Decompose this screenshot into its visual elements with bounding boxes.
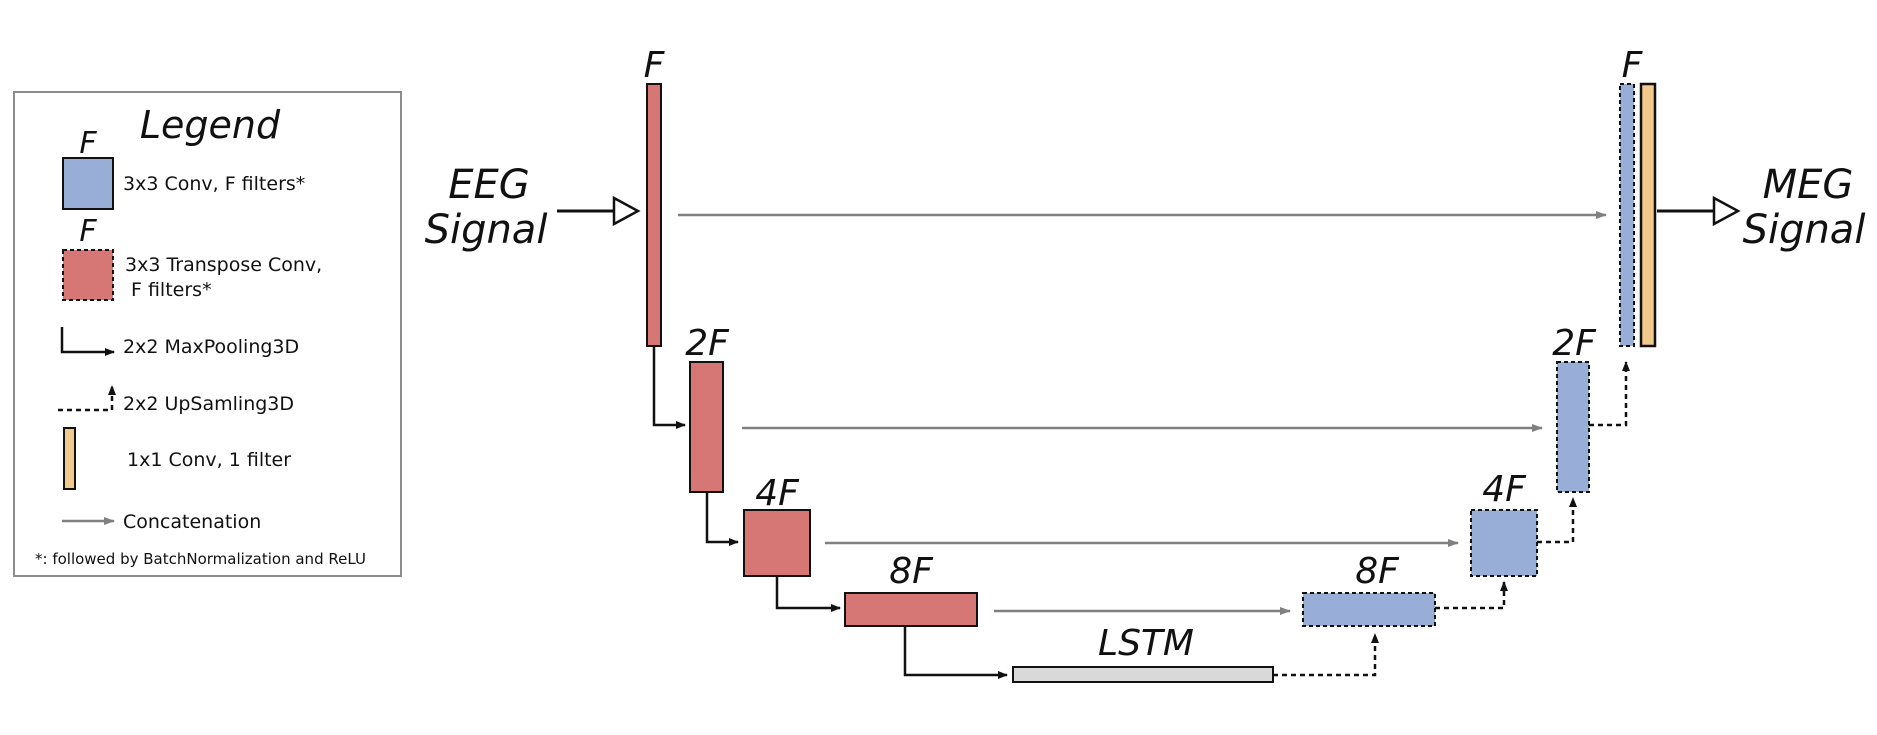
decoder-label-4f: 4F: [1482, 469, 1527, 510]
lstm-block: [1012, 666, 1274, 683]
decoder-block-f: [1619, 83, 1635, 347]
legend-conv1x1-text: 1x1 Conv, 1 filter: [127, 449, 291, 471]
upsample-arrow-2: [1435, 581, 1508, 610]
output-arrow-head-icon: [1712, 195, 1741, 227]
encoder-label-4f: 4F: [755, 473, 800, 514]
encoder-block-2f: [689, 361, 724, 493]
maxpool-arrow-2: [705, 492, 739, 546]
legend: Legend F 3x3 Conv, F filters* F 3x3 Tran…: [13, 91, 402, 577]
legend-footnote: *: followed by BatchNormalization and Re…: [35, 550, 366, 568]
input-label-line1: EEG: [448, 162, 530, 208]
input-arrow-head-icon: [612, 195, 641, 227]
legend-upsample-text: 2x2 UpSamling3D: [123, 393, 294, 415]
decoder-block-4f: [1470, 509, 1538, 577]
encoder-label-f: F: [644, 45, 666, 86]
upsample-arrow-3: [1537, 497, 1577, 544]
legend-conv1x1-swatch: [63, 427, 76, 490]
legend-upsample-arrow-icon: [58, 385, 116, 412]
output-label-line2: Signal: [1743, 207, 1866, 253]
legend-maxpool-arrow-icon: [60, 327, 115, 356]
encoder-block-4f: [743, 509, 811, 577]
input-label-line2: Signal: [425, 207, 548, 253]
legend-transpose-swatch: [62, 249, 114, 301]
legend-maxpool-text: 2x2 MaxPooling3D: [123, 336, 299, 358]
encoder-label-8f: 8F: [889, 551, 934, 592]
decoder-block-2f: [1556, 361, 1590, 493]
encoder-block-f: [646, 83, 662, 347]
maxpool-arrow-1: [652, 346, 686, 429]
output-label-line1: MEG: [1763, 162, 1854, 208]
encoder-block-8f: [844, 592, 978, 627]
upsample-arrow-1: [1273, 633, 1379, 677]
decoder-label-f: F: [1622, 45, 1644, 86]
upsample-arrow-4: [1589, 361, 1630, 427]
legend-transpose-text-1: 3x3 Transpose Conv,: [125, 254, 322, 276]
output-conv1x1-block: [1639, 82, 1657, 348]
legend-transpose-f-label: F: [79, 214, 97, 249]
decoder-label-8f: 8F: [1355, 551, 1400, 592]
encoder-label-2f: 2F: [685, 323, 730, 364]
legend-conv-f-label: F: [79, 126, 97, 161]
legend-title: Legend: [140, 103, 281, 147]
decoder-block-8f: [1302, 592, 1436, 627]
maxpool-arrow-4: [903, 626, 1008, 679]
maxpool-arrow-3: [775, 576, 841, 612]
decoder-label-2f: 2F: [1552, 323, 1597, 364]
legend-conv-text: 3x3 Conv, F filters*: [123, 173, 305, 195]
legend-transpose-text-2: F filters*: [131, 279, 212, 301]
legend-concat-text: Concatenation: [123, 511, 261, 533]
bottleneck-label: LSTM: [1098, 623, 1194, 664]
legend-conv-swatch: [62, 157, 114, 210]
